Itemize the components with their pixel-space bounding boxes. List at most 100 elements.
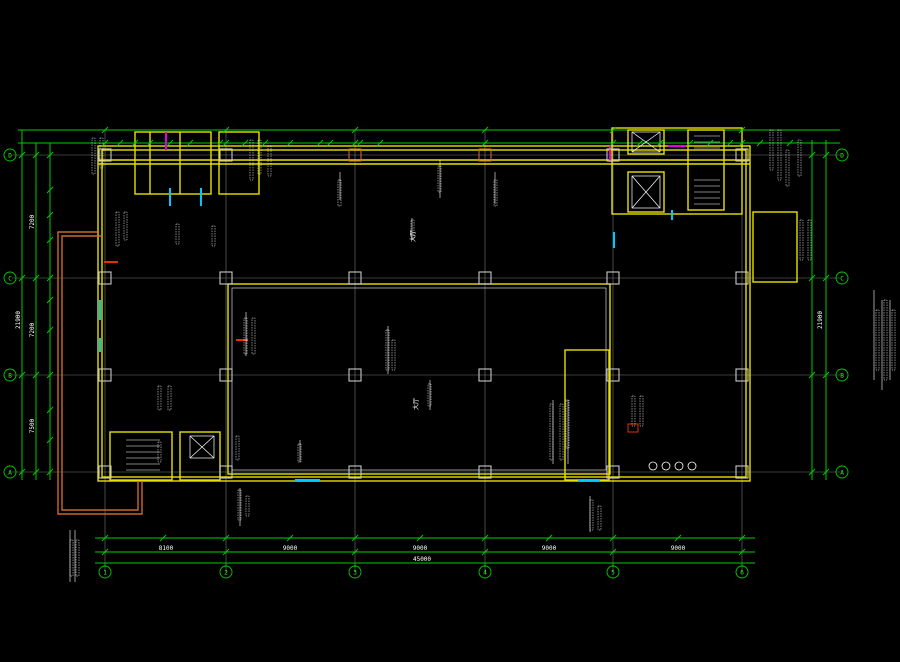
annotation-text xyxy=(69,539,74,577)
bottom-segment-5: 9000 xyxy=(671,545,686,552)
right-total-dimension: 21900 xyxy=(817,311,824,329)
equipment-circles xyxy=(648,461,697,471)
annotation-text xyxy=(115,211,120,247)
annotation-text xyxy=(385,329,390,371)
column xyxy=(735,368,749,382)
axis-bubble-icon: 2 xyxy=(219,563,233,579)
annotation-text xyxy=(785,149,790,187)
annotation-text xyxy=(249,139,254,181)
dimension-ticks xyxy=(18,126,830,556)
column xyxy=(219,271,233,285)
column xyxy=(735,148,749,162)
annotation-text xyxy=(157,441,162,463)
dimension-labels: 45000 8100 9000 9000 9000 9000 21900 720… xyxy=(15,214,824,563)
left-annex-outline xyxy=(57,231,143,515)
axis-bubble-icon: 6 xyxy=(735,563,749,579)
axis-bubble-icon: D xyxy=(3,148,17,162)
annotation-text xyxy=(875,309,880,371)
column xyxy=(735,271,749,285)
column xyxy=(219,465,233,479)
annotation-text xyxy=(211,225,216,247)
column xyxy=(478,148,492,162)
column xyxy=(219,148,233,162)
column xyxy=(348,271,362,285)
room-label-right: 大厅 xyxy=(412,398,420,410)
annotation-text xyxy=(99,137,104,169)
column xyxy=(219,368,233,382)
annotation-text xyxy=(891,309,896,371)
annotation-text xyxy=(559,403,564,461)
annotation-text xyxy=(769,129,774,171)
axis-label-bottom: 3 xyxy=(353,570,357,577)
axis-bubble-icon: 1 xyxy=(98,563,112,579)
axis-bubble-icon: C xyxy=(835,271,849,285)
bottom-segment-2: 9000 xyxy=(283,545,298,552)
column xyxy=(606,271,620,285)
axis-grid xyxy=(12,130,840,572)
axis-bubble-icon: D xyxy=(835,148,849,162)
column xyxy=(348,465,362,479)
annotation-text xyxy=(437,165,442,193)
annotation-text xyxy=(243,317,248,355)
annotation-text xyxy=(251,317,256,355)
annotation-text xyxy=(257,139,262,175)
column xyxy=(735,465,749,479)
axis-label-side: A xyxy=(840,470,844,477)
axis-bubble-icon: B xyxy=(835,368,849,382)
axis-bubble-icon: 5 xyxy=(606,563,620,579)
annotation-text xyxy=(237,489,242,521)
annotation-leaders xyxy=(239,160,591,532)
axis-bubble-icon: 3 xyxy=(348,563,362,579)
column xyxy=(98,368,112,382)
axis-label-side: A xyxy=(8,470,12,477)
annotation-text xyxy=(799,219,804,261)
axis-bubble-icon: A xyxy=(835,465,849,479)
column xyxy=(478,271,492,285)
annotation-text xyxy=(493,179,498,207)
column xyxy=(348,148,362,162)
annotation-text xyxy=(337,179,342,207)
annotation-text xyxy=(639,395,644,427)
annotation-text xyxy=(797,139,802,177)
axis-bubble-icon: 4 xyxy=(478,563,492,579)
axis-label-bottom: 5 xyxy=(611,570,615,577)
axis-label-side: C xyxy=(840,276,844,283)
annotation-text xyxy=(549,403,554,461)
annotation-text xyxy=(123,211,128,241)
column xyxy=(478,465,492,479)
exterior-walls xyxy=(97,127,798,482)
fixture-marks xyxy=(99,132,686,481)
column xyxy=(98,271,112,285)
stair-icon xyxy=(126,135,720,471)
left-segment-2: 7200 xyxy=(29,322,36,337)
column xyxy=(98,465,112,479)
annotation-text xyxy=(807,219,812,261)
column xyxy=(478,368,492,382)
axis-label-side: D xyxy=(8,153,12,160)
column xyxy=(606,465,620,479)
annotation-text xyxy=(777,129,782,181)
left-segment-3: 7500 xyxy=(29,418,36,433)
axis-label-bottom: 6 xyxy=(740,570,744,577)
bottom-segment-4: 9000 xyxy=(542,545,557,552)
column xyxy=(348,368,362,382)
bottom-total-dimension: 45000 xyxy=(413,556,431,563)
axis-bubble-icon: A xyxy=(3,465,17,479)
column xyxy=(606,148,620,162)
annotation-text xyxy=(267,145,272,177)
axis-label-side: B xyxy=(8,373,12,380)
structural-columns xyxy=(98,148,749,479)
axis-label-side: B xyxy=(840,373,844,380)
axis-label-side: D xyxy=(840,153,844,160)
annotation-text xyxy=(157,385,162,411)
annotation-text xyxy=(883,299,888,381)
bottom-segment-3: 9000 xyxy=(413,545,428,552)
annotation-text-marks xyxy=(69,129,896,577)
annotation-text xyxy=(75,539,80,577)
annotation-text xyxy=(589,499,594,531)
bottom-left-note-marks xyxy=(69,530,76,582)
annotation-text xyxy=(235,435,240,461)
annotation-text xyxy=(597,505,602,531)
annotation-text xyxy=(91,137,96,175)
